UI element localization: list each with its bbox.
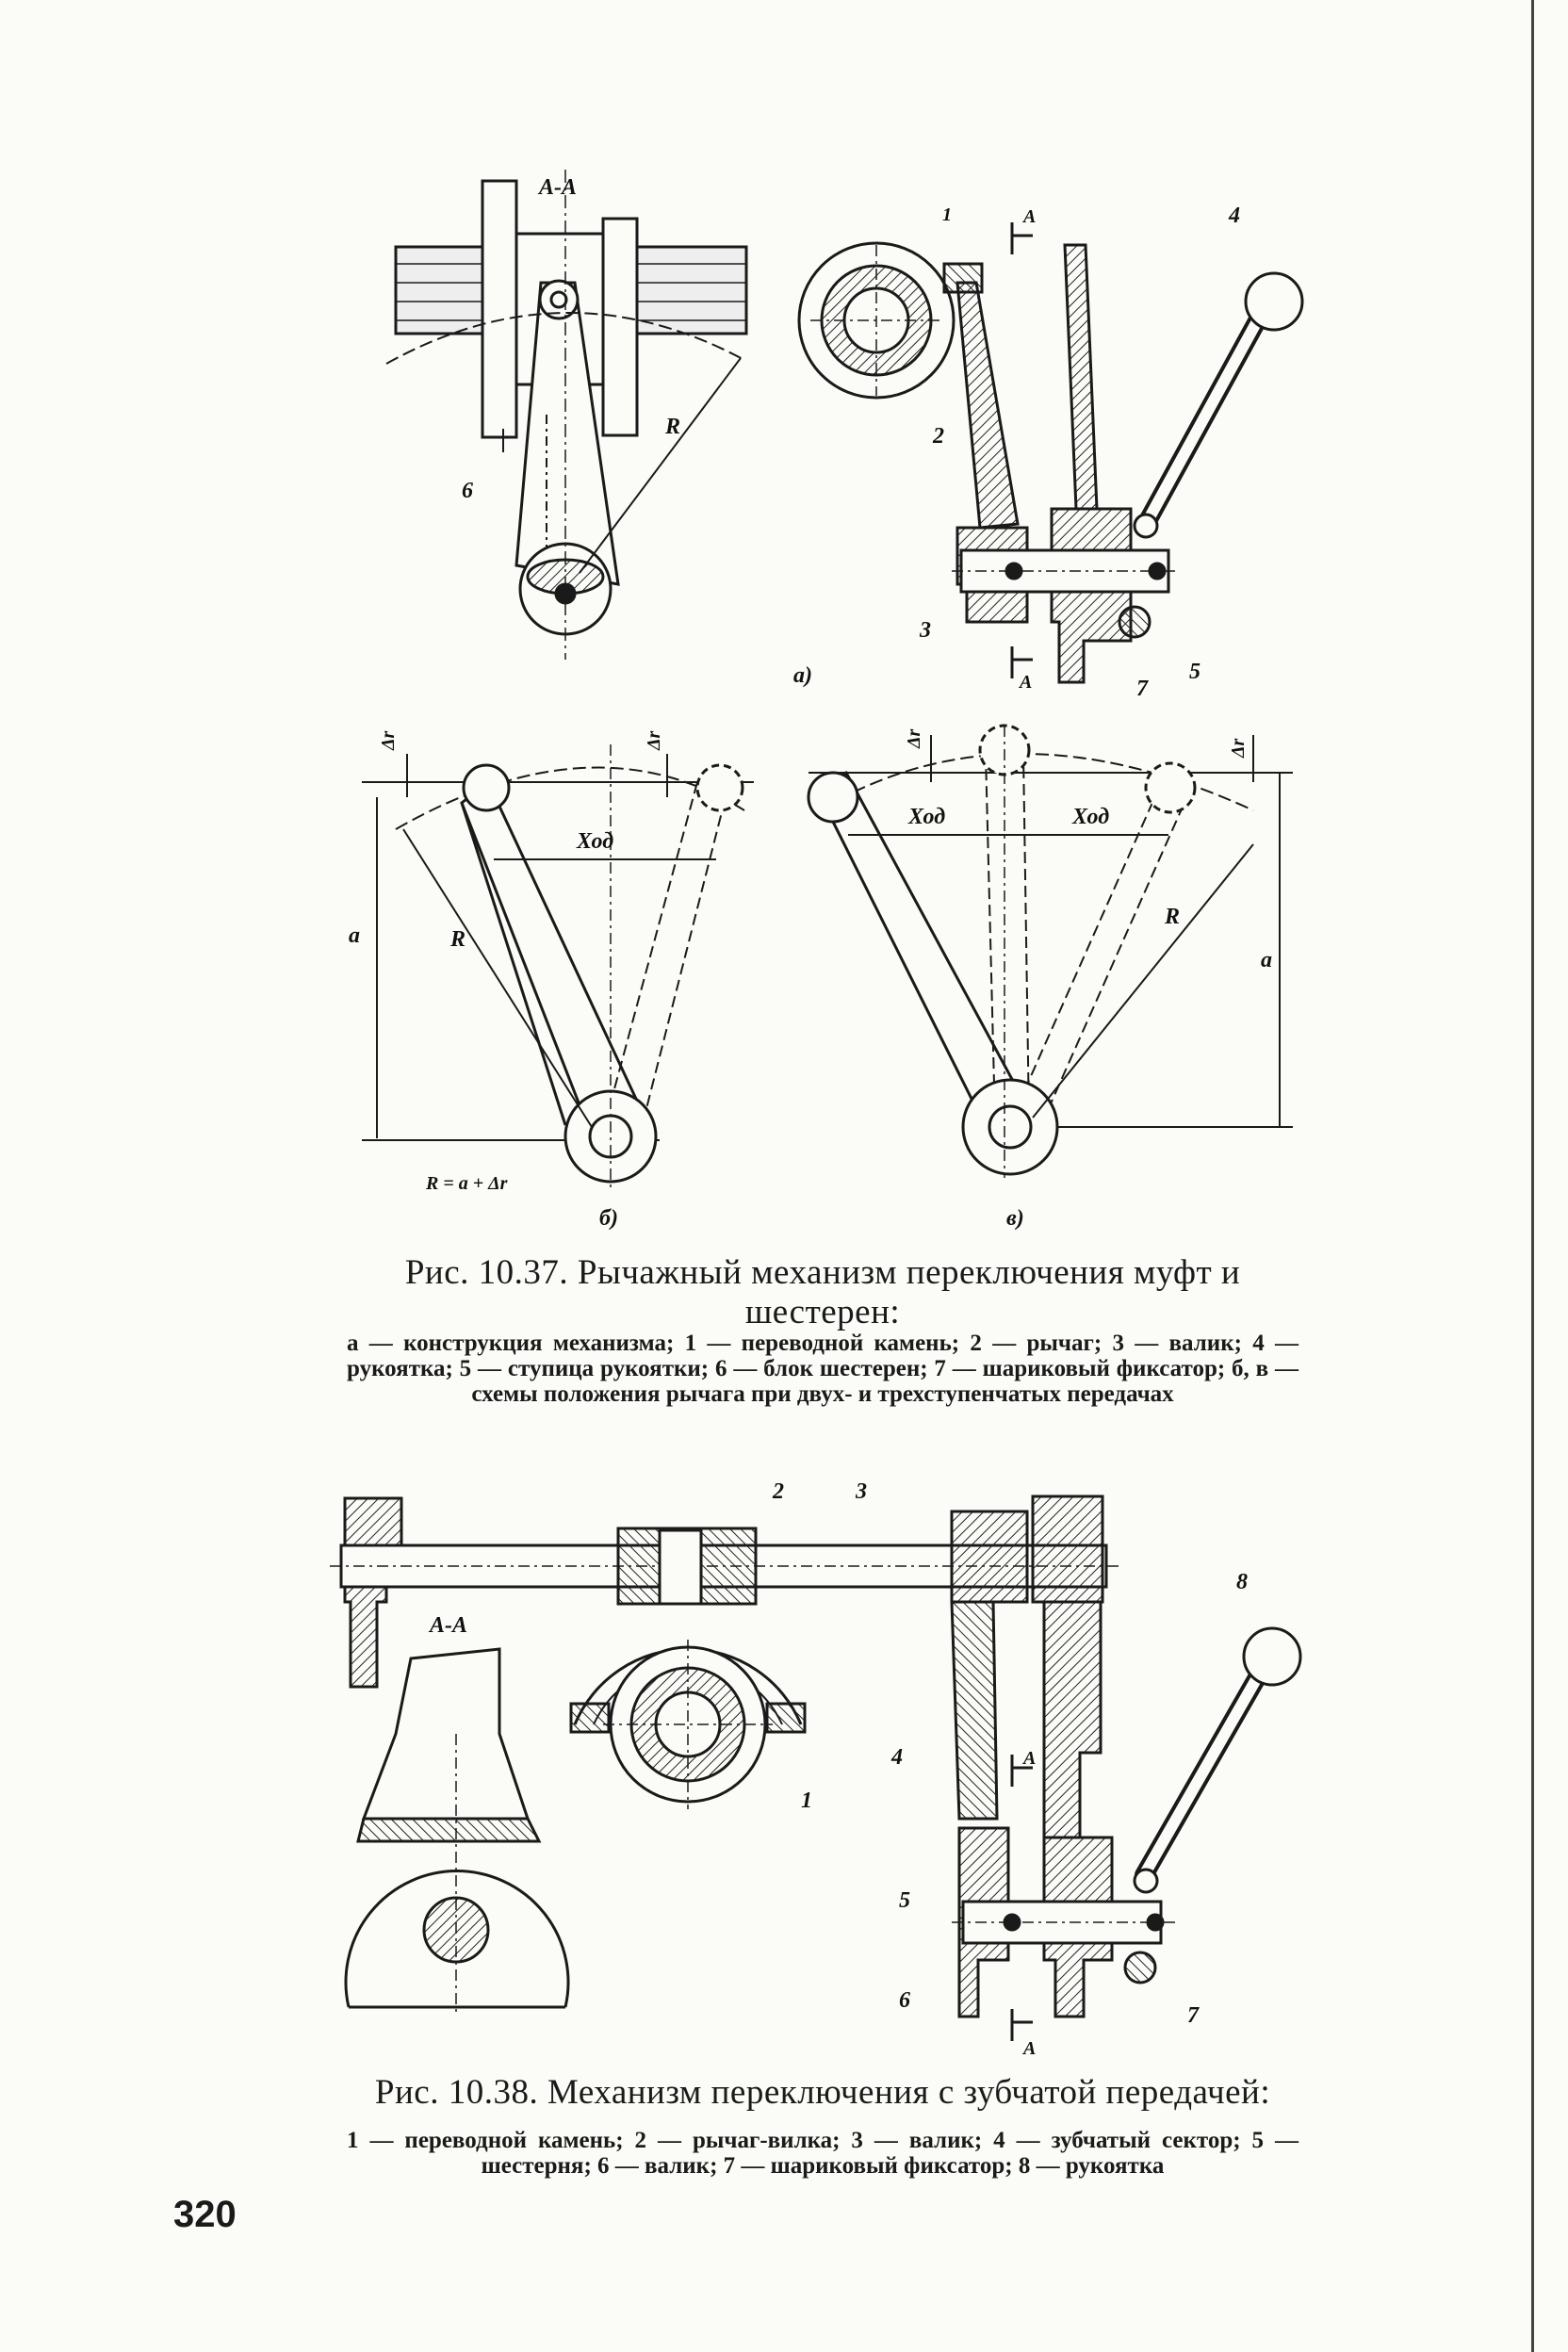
page-edge-shadow xyxy=(1531,0,1534,2352)
fig38-label-2: 2 xyxy=(772,1479,784,1504)
fig37a-side-view xyxy=(797,222,1304,684)
fig37-label-sub-a: а) xyxy=(793,663,812,688)
fig37-label-5: 5 xyxy=(1189,660,1200,684)
fig37c-label-a: a xyxy=(1261,948,1272,972)
fig38-label-section: А-А xyxy=(428,1613,467,1638)
fig38-label-1: 1 xyxy=(801,1788,812,1813)
fig37b-label-dr-left: Δr xyxy=(378,730,399,751)
fig37-label-1: 1 xyxy=(942,204,952,225)
fig37b-label-hod: Ход xyxy=(576,829,613,854)
fig37-label-3: 3 xyxy=(919,618,931,643)
fig38-caption-body: 1 — переводной камень; 2 — рычаг-вилка; … xyxy=(347,2128,1298,2179)
fig37b-label-dr-right: Δr xyxy=(644,730,664,751)
fig37c-label-hod-left: Ход xyxy=(907,805,945,829)
fig37c-label-hod-right: Ход xyxy=(1071,805,1109,829)
fig38-label-6: 6 xyxy=(899,1988,910,2013)
fig38-label-7: 7 xyxy=(1187,2003,1200,2028)
fig38-label-5: 5 xyxy=(899,1888,910,1913)
fig37c-label-dr-left: Δr xyxy=(904,728,924,749)
fig38-label-3: 3 xyxy=(855,1479,867,1504)
fig37-label-4: 4 xyxy=(1228,204,1240,228)
fig37-label-2: 2 xyxy=(932,424,944,449)
fig38-caption-title: Рис. 10.38. Механизм переключения с зубч… xyxy=(374,2073,1271,2112)
fig38-label-arrow-a-top: А xyxy=(1021,1748,1036,1769)
fig37b-label-R: R xyxy=(449,927,466,952)
fig37-label-section: А-А xyxy=(537,175,577,200)
fig38-label-4: 4 xyxy=(890,1745,903,1770)
fig37b-label-formula: R = a + Δr xyxy=(425,1173,508,1194)
fig37-label-R-a: R xyxy=(664,415,680,439)
page-number: 320 xyxy=(173,2194,237,2235)
fig38-mechanism xyxy=(330,1494,1302,2041)
fig38-label-arrow-a-bottom: А xyxy=(1021,2038,1036,2059)
fig37-caption-title: Рис. 10.37. Рычажный механизм переключен… xyxy=(404,1253,1241,1331)
fig37c-lever-scheme xyxy=(807,724,1293,1178)
fig37-caption-body: а — конструкция механизма; 1 — переводно… xyxy=(347,1331,1298,1407)
fig38-label-8: 8 xyxy=(1236,1570,1248,1594)
fig37-label-arrow-a-bottom: А xyxy=(1018,672,1032,693)
fig37-label-sub-b: б) xyxy=(599,1206,618,1231)
fig37-label-7: 7 xyxy=(1136,677,1149,701)
fig37-label-sub-c: в) xyxy=(1006,1206,1024,1231)
fig37a-section-view xyxy=(385,170,748,660)
fig37-label-6: 6 xyxy=(462,479,473,503)
fig37b-lever-scheme xyxy=(362,744,754,1187)
fig37c-label-dr-right: Δr xyxy=(1228,738,1249,759)
fig37c-label-R: R xyxy=(1164,905,1180,929)
fig37b-label-a: a xyxy=(349,923,360,948)
fig37-label-arrow-a-top: А xyxy=(1021,206,1036,227)
